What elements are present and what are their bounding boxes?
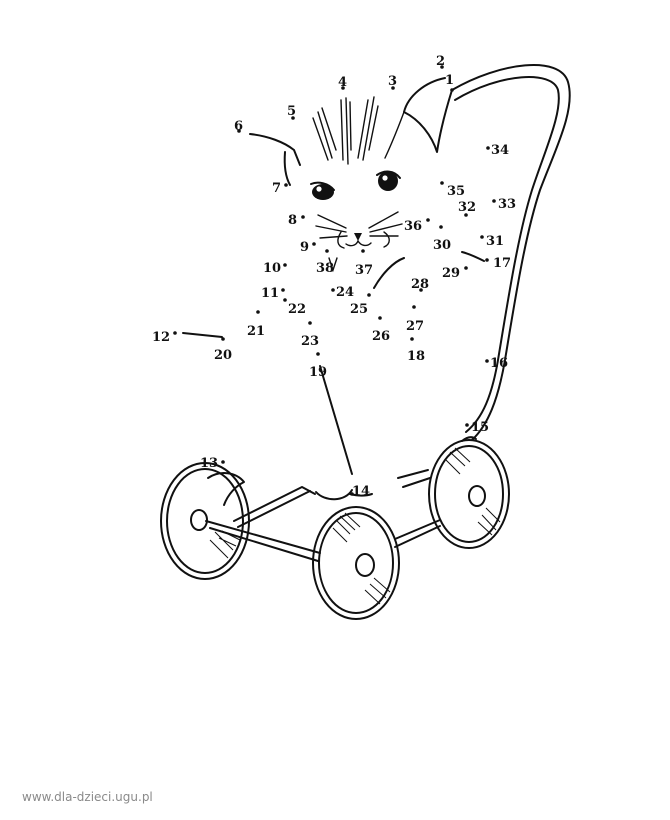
dot-label-5: 5 [287, 104, 296, 119]
dot-label-38: 38 [316, 261, 334, 276]
dot-20 [221, 337, 225, 341]
dot-16 [485, 359, 489, 363]
dot-label-28: 28 [411, 277, 429, 292]
cat-body-outline [182, 251, 485, 475]
dot-15 [465, 423, 469, 427]
dot-5 [291, 116, 295, 120]
dot-label-25: 25 [350, 302, 368, 317]
dot-29 [464, 266, 468, 270]
dot-label-2: 2 [436, 54, 445, 69]
dot-34 [486, 146, 490, 150]
dot-12 [173, 331, 177, 335]
dot-35 [440, 181, 444, 185]
right-wheel [428, 439, 510, 549]
dot-17 [485, 258, 489, 262]
dot-label-26: 26 [372, 329, 390, 344]
dot-19 [316, 352, 320, 356]
dot-label-35: 35 [447, 184, 465, 199]
dot-label-19: 19 [309, 365, 327, 380]
dot-label-32: 32 [458, 200, 476, 215]
dot-label-37: 37 [355, 263, 373, 278]
dot-25 [367, 293, 371, 297]
dot-label-18: 18 [407, 349, 425, 364]
dot-6 [237, 129, 241, 133]
dot-2 [440, 65, 444, 69]
dot-label-11: 11 [261, 286, 279, 301]
dot-label-14: 14 [352, 484, 370, 499]
dot-24 [331, 288, 335, 292]
dot-37 [361, 249, 365, 253]
dot-label-9: 9 [300, 240, 309, 255]
dot-33 [492, 199, 496, 203]
dot-27 [412, 305, 416, 309]
dot-7 [284, 183, 288, 187]
dot-label-3: 3 [388, 74, 397, 89]
dot-32 [464, 213, 468, 217]
dot-label-20: 20 [214, 348, 232, 363]
numbered-dots: 1234567891011121314151617181920212223242… [152, 54, 516, 499]
dot-label-8: 8 [288, 213, 297, 228]
dot-label-1: 1 [445, 73, 454, 88]
dot-label-6: 6 [234, 119, 243, 134]
dot-11 [281, 288, 285, 292]
dot-23 [308, 321, 312, 325]
dot-14 [350, 492, 354, 496]
dot-label-31: 31 [486, 234, 504, 249]
dot-30 [439, 225, 443, 229]
cat-face [249, 133, 403, 249]
dot-label-29: 29 [442, 266, 460, 281]
dot-9 [312, 242, 316, 246]
dot-label-33: 33 [498, 197, 516, 212]
dot-28 [419, 288, 423, 292]
stroller-back-outline [451, 64, 571, 441]
dot-38 [325, 249, 329, 253]
dot-label-12: 12 [152, 330, 170, 345]
dot-label-15: 15 [471, 420, 489, 435]
cat-ear-outline [384, 77, 453, 159]
left-wheel [160, 462, 250, 580]
dot-label-21: 21 [247, 324, 265, 339]
dot-31 [480, 235, 484, 239]
dot-8 [301, 215, 305, 219]
dot-36 [426, 218, 430, 222]
dot-18 [410, 337, 414, 341]
head-fur-strokes [312, 96, 379, 165]
dot-21 [256, 310, 260, 314]
dot-label-36: 36 [404, 219, 422, 234]
dot-label-10: 10 [263, 261, 281, 276]
dot-label-34: 34 [491, 143, 509, 158]
dot-label-4: 4 [338, 75, 347, 90]
dot-1 [450, 88, 454, 92]
watermark-url: www.dla-dzieci.ugu.pl [22, 790, 153, 804]
dot-label-23: 23 [301, 334, 319, 349]
dot-label-24: 24 [336, 285, 354, 300]
dot-22 [283, 298, 287, 302]
dot-4 [341, 86, 345, 90]
dot-label-17: 17 [493, 256, 511, 271]
dot-26 [378, 316, 382, 320]
dot-13 [221, 460, 225, 464]
dot-3 [391, 86, 395, 90]
dot-label-30: 30 [433, 238, 451, 253]
dot-10 [283, 263, 287, 267]
front-wheel [312, 506, 400, 620]
dot-label-27: 27 [406, 319, 424, 334]
dot-label-7: 7 [272, 181, 281, 196]
dot-label-16: 16 [490, 356, 508, 371]
dot-label-22: 22 [288, 302, 306, 317]
dot-label-13: 13 [200, 456, 218, 471]
